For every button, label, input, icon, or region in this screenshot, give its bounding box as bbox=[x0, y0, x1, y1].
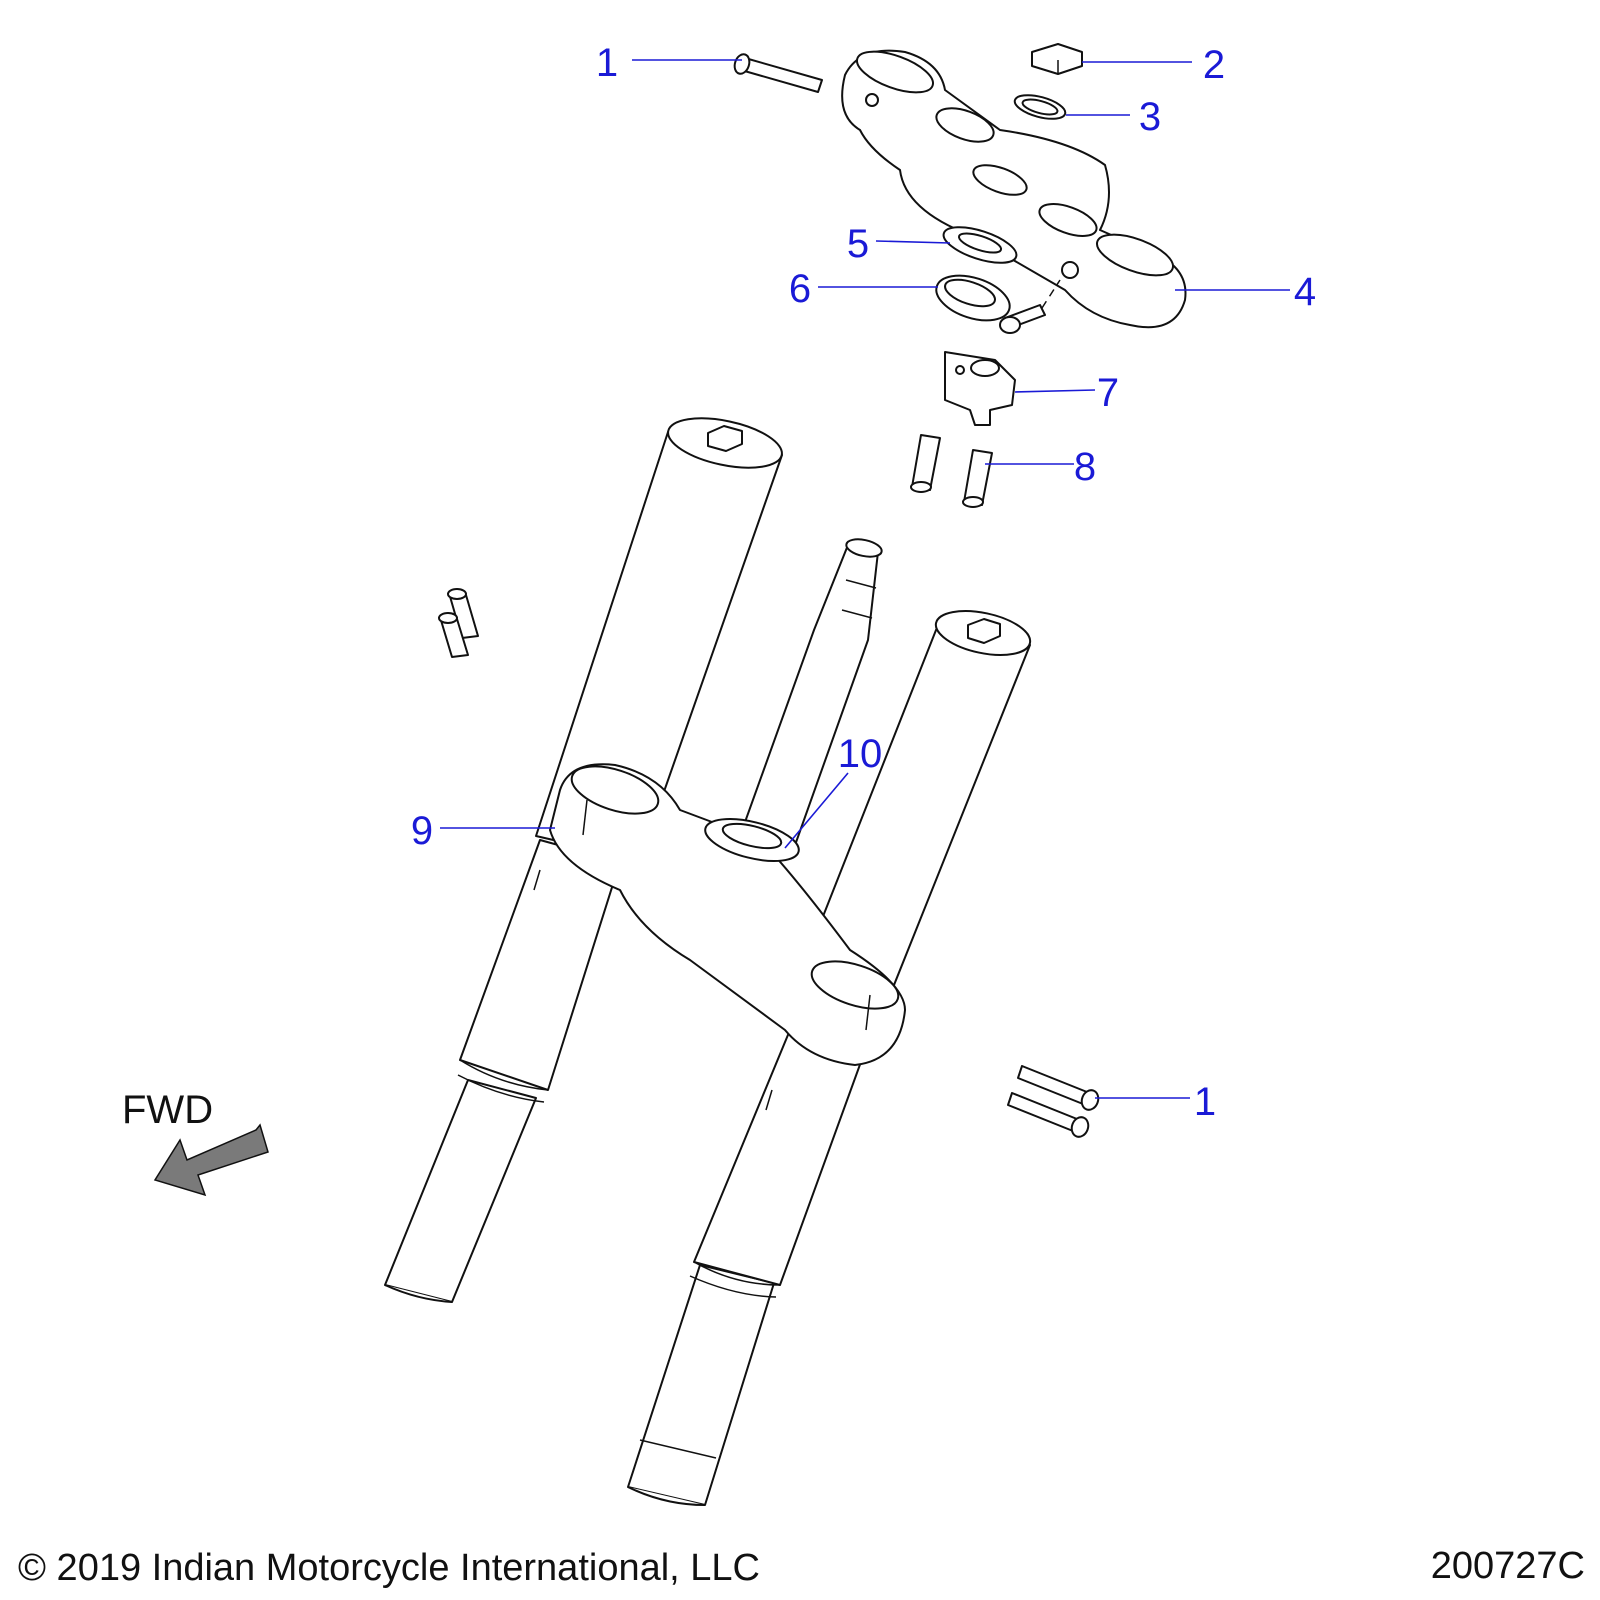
callout-4: 4 bbox=[1294, 270, 1316, 314]
fwd-label: FWD bbox=[122, 1088, 213, 1132]
callout-1-lower: 1 bbox=[1194, 1080, 1216, 1124]
bearing-adjust-nut bbox=[942, 226, 1018, 264]
pinch-bolts-bottom bbox=[1007, 1065, 1100, 1138]
riser-bolts bbox=[910, 434, 993, 508]
upper-triple-clamp bbox=[841, 49, 1187, 329]
handlebar-riser-bracket bbox=[944, 351, 1016, 426]
forward-direction-indicator: FWD bbox=[122, 1088, 269, 1197]
stem-nut bbox=[1031, 43, 1083, 75]
callout-2: 2 bbox=[1203, 43, 1225, 87]
diagram-number: 200727C bbox=[1431, 1545, 1585, 1587]
pinch-bolt-top bbox=[733, 53, 823, 93]
callout-10: 10 bbox=[838, 732, 883, 776]
callout-labels: 1 2 3 5 4 6 7 8 10 9 1 bbox=[411, 41, 1316, 1124]
washer bbox=[1013, 94, 1067, 120]
callout-8: 8 bbox=[1074, 445, 1096, 489]
leader-lines bbox=[440, 59, 1290, 1099]
callout-9: 9 bbox=[411, 809, 433, 853]
callout-7: 7 bbox=[1097, 371, 1119, 415]
callout-1: 1 bbox=[596, 41, 618, 85]
loose-bolts-left bbox=[438, 588, 479, 658]
lower-triple-clamp bbox=[549, 763, 906, 1066]
copyright-notice: © 2019 Indian Motorcycle International, … bbox=[18, 1547, 760, 1589]
callout-6: 6 bbox=[789, 267, 811, 311]
steering-stem bbox=[739, 538, 883, 849]
forward-arrow-icon bbox=[153, 1123, 269, 1197]
upper-steering-bearing bbox=[935, 274, 1011, 322]
callout-3: 3 bbox=[1139, 95, 1161, 139]
callout-5: 5 bbox=[847, 222, 869, 266]
clamp-bolt bbox=[999, 279, 1061, 334]
